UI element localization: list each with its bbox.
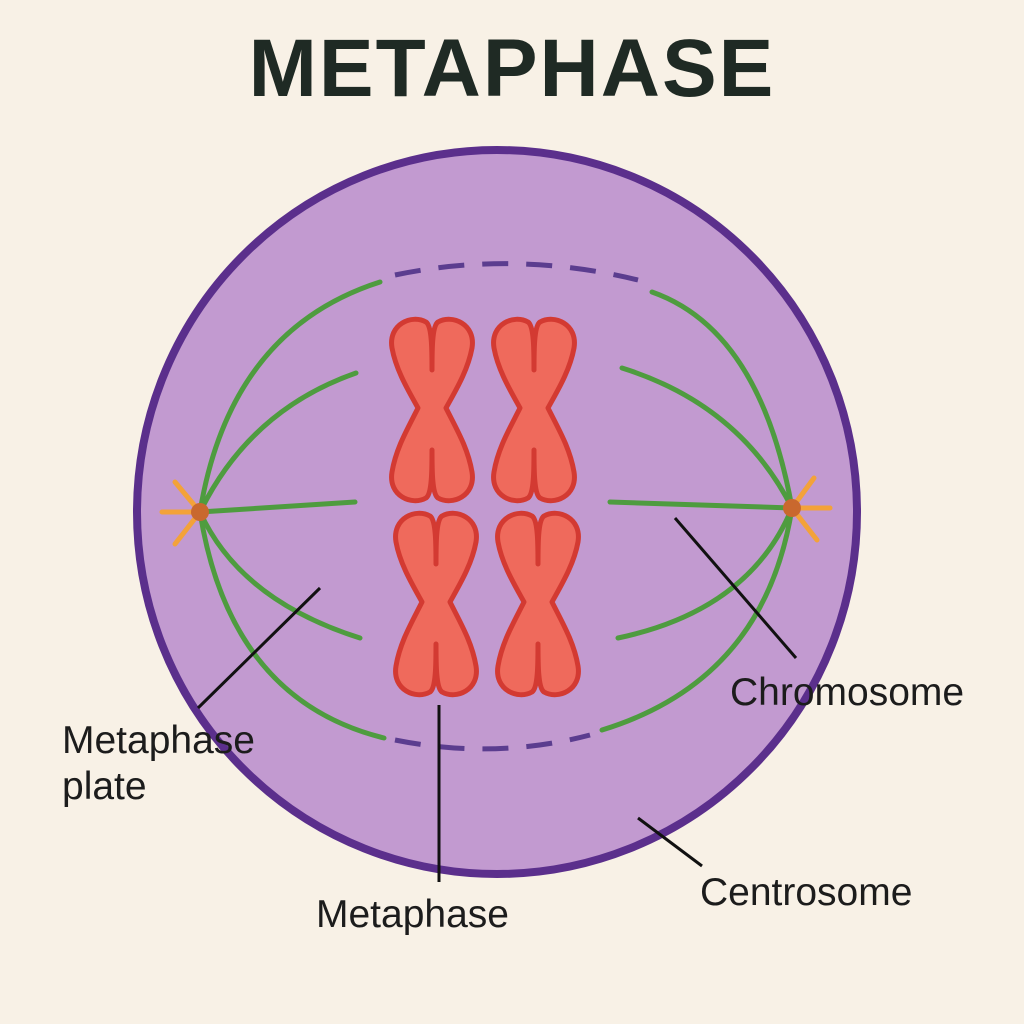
label-chromosome: Chromosome bbox=[730, 671, 965, 714]
cell-membrane bbox=[133, 146, 861, 878]
label-metaphase-plate: Metaphase plate bbox=[62, 719, 255, 808]
label-metaphase: Metaphase bbox=[316, 893, 509, 936]
spindle-fibers-left bbox=[197, 279, 387, 741]
leader-line-centrosome bbox=[637, 816, 703, 868]
spindle-fibers-right bbox=[599, 289, 795, 733]
label-centrosome: Centrosome bbox=[700, 871, 913, 914]
nuclear-envelope-bottom bbox=[394, 732, 591, 752]
centrosome-right bbox=[783, 475, 833, 543]
leader-line-chromosome bbox=[673, 517, 798, 659]
leader-line-metaphase-plate bbox=[196, 586, 322, 710]
centrosome-left bbox=[159, 479, 209, 547]
diagram-title: METAPHASE bbox=[248, 23, 776, 114]
